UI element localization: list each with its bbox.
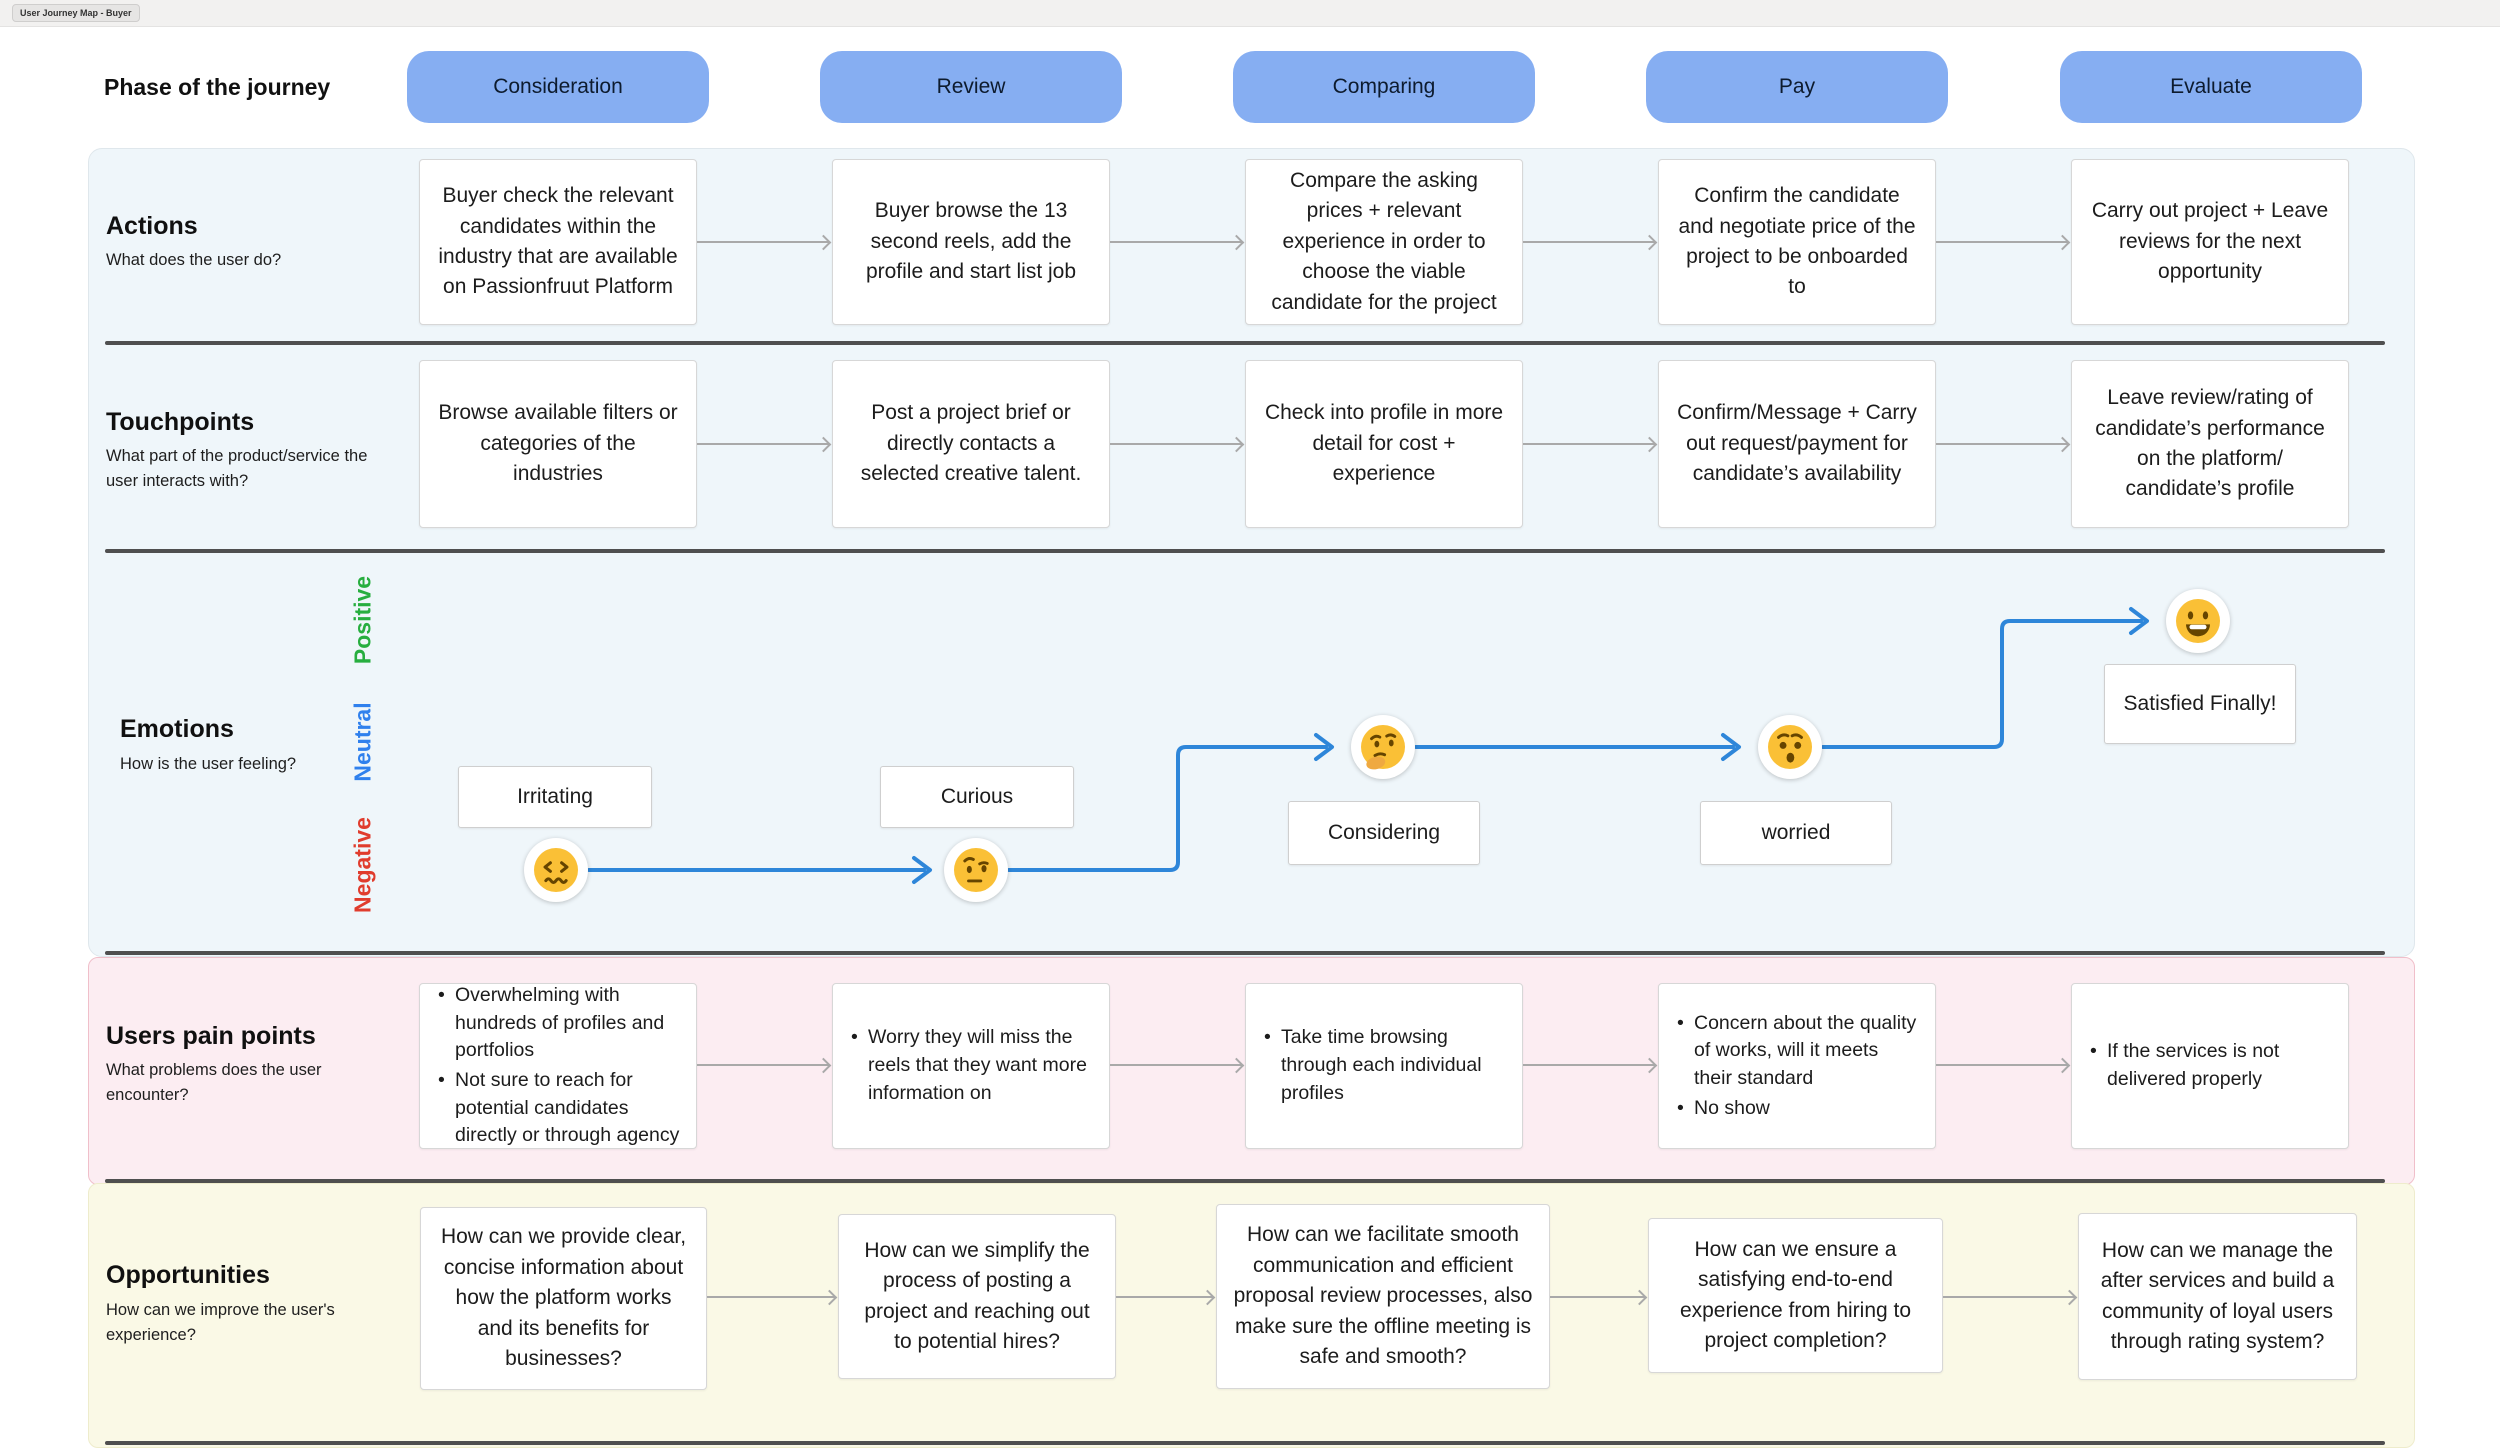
opportunities-title: Opportunities — [106, 1261, 270, 1289]
touchpoints-connector-4 — [1936, 443, 2068, 445]
axis-positive-label: Positive — [349, 575, 376, 665]
touchpoints-connector-2 — [1110, 443, 1242, 445]
divider-emotions-painpoints — [105, 951, 2385, 955]
opportunity-card-3[interactable]: How can we facilitate smooth communicati… — [1216, 1204, 1550, 1389]
touchpoints-connector-3 — [1523, 443, 1655, 445]
opportunity-card-1[interactable]: How can we provide clear, concise inform… — [420, 1207, 707, 1390]
opportunity-card-5[interactable]: How can we manage the after services and… — [2078, 1213, 2357, 1380]
actions-card-4[interactable]: Confirm the candidate and negotiate pric… — [1658, 159, 1936, 325]
phase-pill-review[interactable]: Review — [820, 51, 1122, 123]
phase-pill-comparing[interactable]: Comparing — [1233, 51, 1535, 123]
emoji-raised-eyebrow-face-icon[interactable] — [944, 838, 1008, 902]
opportunity-connector-3 — [1550, 1296, 1645, 1298]
pain-connector-1 — [697, 1064, 829, 1066]
emoji-thinking-face-icon[interactable] — [1351, 715, 1415, 779]
opportunity-connector-1 — [707, 1296, 835, 1298]
pain-bullet: No show — [1673, 1095, 1921, 1123]
actions-card-2[interactable]: Buyer browse the 13 second reels, add th… — [832, 159, 1110, 325]
axis-negative-label: Negative — [349, 817, 376, 913]
actions-connector-4 — [1936, 241, 2068, 243]
touchpoints-card-2[interactable]: Post a project brief or directly contact… — [832, 360, 1110, 528]
pain-card-5[interactable]: If the services is not delivered properl… — [2071, 983, 2349, 1149]
actions-title: Actions — [106, 212, 198, 240]
pain-connector-3 — [1523, 1064, 1655, 1066]
phase-row-label: Phase of the journey — [104, 74, 331, 100]
pain-card-1[interactable]: Overwhelming with hundreds of profiles a… — [419, 982, 697, 1150]
pain-points-subtitle: What problems does the user encounter? — [106, 1061, 322, 1104]
emotions-title: Emotions — [120, 715, 234, 743]
pain-bullet: Take time browsing through each individu… — [1260, 1024, 1508, 1107]
tab-title-chip[interactable]: User Journey Map - Buyer — [12, 4, 140, 22]
touchpoints-card-4[interactable]: Confirm/Message + Carry out request/paym… — [1658, 360, 1936, 528]
actions-card-5[interactable]: Carry out project + Leave reviews for th… — [2071, 159, 2349, 325]
pain-points-title: Users pain points — [106, 1022, 316, 1050]
emotion-box-worried[interactable]: worried — [1700, 801, 1892, 865]
emotion-box-satisfied[interactable]: Satisfied Finally! — [2104, 664, 2296, 744]
actions-subtitle: What does the user do? — [106, 251, 282, 269]
pain-card-2[interactable]: Worry they will miss the reels that they… — [832, 983, 1110, 1149]
touchpoints-title: Touchpoints — [106, 408, 255, 436]
actions-card-3[interactable]: Compare the asking prices + relevant exp… — [1245, 159, 1523, 325]
touchpoints-card-5[interactable]: Leave review/rating of candidate’s perfo… — [2071, 360, 2349, 528]
divider-bottom — [105, 1441, 2385, 1445]
emotions-subtitle: How is the user feeling? — [120, 755, 297, 773]
opportunity-connector-2 — [1116, 1296, 1213, 1298]
phase-pill-pay[interactable]: Pay — [1646, 51, 1948, 123]
actions-card-1[interactable]: Buyer check the relevant candidates with… — [419, 159, 697, 325]
browser-topbar — [0, 0, 2500, 27]
touchpoints-subtitle: What part of the product/service the use… — [106, 447, 368, 490]
pain-card-4[interactable]: Concern about the quality of works, will… — [1658, 983, 1936, 1149]
emoji-hushed-face-icon[interactable] — [1758, 715, 1822, 779]
pain-bullet: Concern about the quality of works, will… — [1673, 1010, 1921, 1093]
pain-card-3[interactable]: Take time browsing through each individu… — [1245, 983, 1523, 1149]
pain-connector-2 — [1110, 1064, 1242, 1066]
pain-bullet: Overwhelming with hundreds of profiles a… — [434, 982, 682, 1065]
pain-bullet: If the services is not delivered properl… — [2086, 1038, 2334, 1093]
opportunity-card-2[interactable]: How can we simplify the process of posti… — [838, 1214, 1116, 1379]
pain-connector-4 — [1936, 1064, 2068, 1066]
divider-actions-touchpoints — [105, 341, 2385, 345]
emotion-box-curious[interactable]: Curious — [880, 766, 1074, 828]
actions-connector-3 — [1523, 241, 1655, 243]
emoji-confounded-face-icon[interactable] — [524, 838, 588, 902]
pain-bullet: Not sure to reach for potential candidat… — [434, 1067, 682, 1150]
actions-connector-1 — [697, 241, 829, 243]
touchpoints-card-3[interactable]: Check into profile in more detail for co… — [1245, 360, 1523, 528]
touchpoints-connector-1 — [697, 443, 829, 445]
touchpoints-card-1[interactable]: Browse available filters or categories o… — [419, 360, 697, 528]
divider-painpoints-opportunities — [105, 1179, 2385, 1183]
axis-neutral-label: Neutral — [349, 702, 376, 782]
opportunity-connector-4 — [1943, 1296, 2075, 1298]
opportunity-card-4[interactable]: How can we ensure a satisfying end-to-en… — [1648, 1218, 1943, 1373]
emotion-box-considering[interactable]: Considering — [1288, 801, 1480, 865]
divider-touchpoints-emotions — [105, 549, 2385, 553]
emotion-box-irritating[interactable]: Irritating — [458, 766, 652, 828]
actions-connector-2 — [1110, 241, 1242, 243]
phase-pill-evaluate[interactable]: Evaluate — [2060, 51, 2362, 123]
emoji-grinning-face-icon[interactable] — [2166, 589, 2230, 653]
opportunities-subtitle: How can we improve the user's experience… — [106, 1301, 335, 1344]
phase-pill-consideration[interactable]: Consideration — [407, 51, 709, 123]
emotion-journey-line — [587, 607, 2149, 884]
pain-bullet: Worry they will miss the reels that they… — [847, 1024, 1095, 1107]
